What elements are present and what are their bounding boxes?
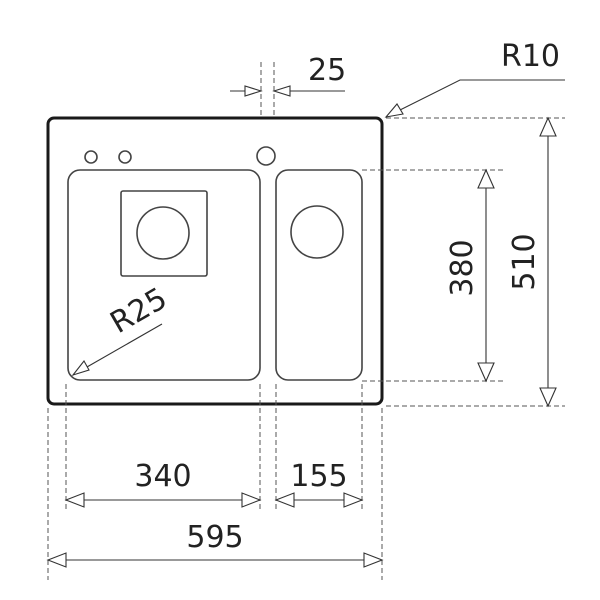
label-large-bowl-width: 340 — [134, 459, 191, 494]
label-outer-radius: R10 — [501, 39, 560, 74]
dimension-bowl-radius: R25 — [71, 281, 174, 377]
label-gap: 25 — [308, 53, 346, 88]
dimension-small-bowl-width: 155 — [274, 459, 364, 508]
dimension-outer-radius: R10 — [384, 39, 565, 118]
large-bowl-drain — [136, 206, 190, 260]
horizontal-extension-lines — [362, 117, 565, 407]
large-bowl-drain-plate — [120, 190, 208, 277]
tap-hole-middle — [118, 150, 132, 164]
label-bowl-radius: R25 — [105, 281, 174, 341]
dimension-overall-width: 595 — [46, 520, 384, 568]
vertical-extension-lines — [47, 62, 383, 580]
dimension-large-bowl-width: 340 — [64, 459, 262, 508]
small-bowl — [275, 169, 363, 381]
dimension-gap: 25 — [230, 53, 346, 97]
label-small-bowl-depth: 380 — [445, 239, 480, 296]
label-overall-width: 595 — [186, 520, 243, 555]
label-overall-depth: 510 — [507, 233, 542, 290]
sink-outline — [46, 116, 384, 406]
label-small-bowl-width: 155 — [290, 459, 347, 494]
small-bowl-drain — [290, 205, 344, 259]
tap-hole-left — [84, 150, 98, 164]
large-bowl — [67, 169, 261, 381]
tap-hole-right — [256, 146, 276, 166]
dimension-overall-depth: 510 — [507, 116, 557, 408]
dimension-small-bowl-depth: 380 — [445, 168, 495, 383]
